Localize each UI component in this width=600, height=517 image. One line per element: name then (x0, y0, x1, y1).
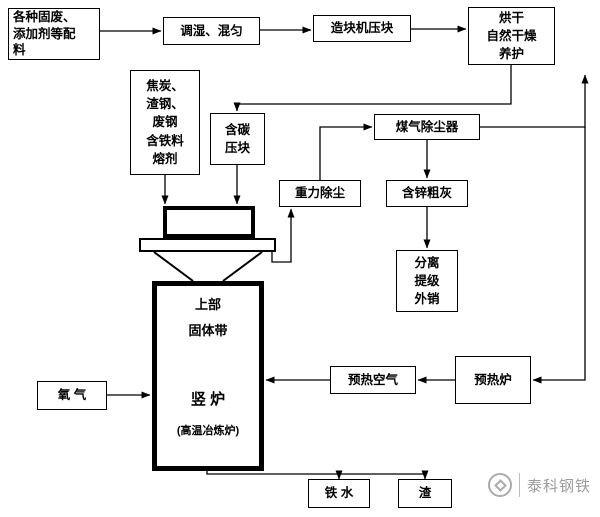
node-carbon-briquette: 含碳 压块 (210, 113, 265, 165)
watermark-text: 泰科钢铁 (527, 477, 592, 495)
node-separation: 分离 提级 外销 (396, 250, 458, 312)
node-zinc-ash: 含锌粗灰 (386, 180, 468, 207)
node-gas-deduster: 煤气除尘器 (374, 114, 480, 140)
watermark-divider (519, 473, 520, 497)
node-briquetting: 造块机压块 (313, 15, 411, 42)
furnace-subtitle: (高温冶炼炉) (176, 425, 240, 437)
node-mixing: 调湿、混匀 (163, 17, 260, 45)
furnace-flange (139, 238, 276, 252)
node-coke-materials: 焦炭、 渣钢、 废钢 含铁料 熔剂 (130, 70, 200, 175)
node-ingredients: 各种固废、 添加剂等配 料 (8, 8, 100, 60)
furnace-name: 竖 炉 (190, 391, 226, 408)
furnace-body: 上部 固体带 竖 炉 (高温冶炼炉) (152, 281, 264, 471)
node-oxygen: 氧 气 (37, 381, 107, 410)
furnace-upper-label: 上部 (194, 297, 221, 312)
node-preheated-air: 预热空气 (330, 366, 416, 394)
watermark: 泰科钢铁 (488, 468, 591, 502)
node-slag: 渣 (398, 479, 452, 508)
node-molten-iron: 铁 水 (308, 479, 370, 508)
node-gravity-dedusting: 重力除尘 (279, 180, 361, 207)
furnace-zone-label: 固体带 (188, 323, 228, 338)
watermark-logo-icon (488, 473, 512, 497)
node-preheater: 预热炉 (455, 356, 531, 404)
node-drying: 烘干 自然干燥 养护 (468, 7, 555, 65)
furnace-hopper (163, 206, 255, 238)
